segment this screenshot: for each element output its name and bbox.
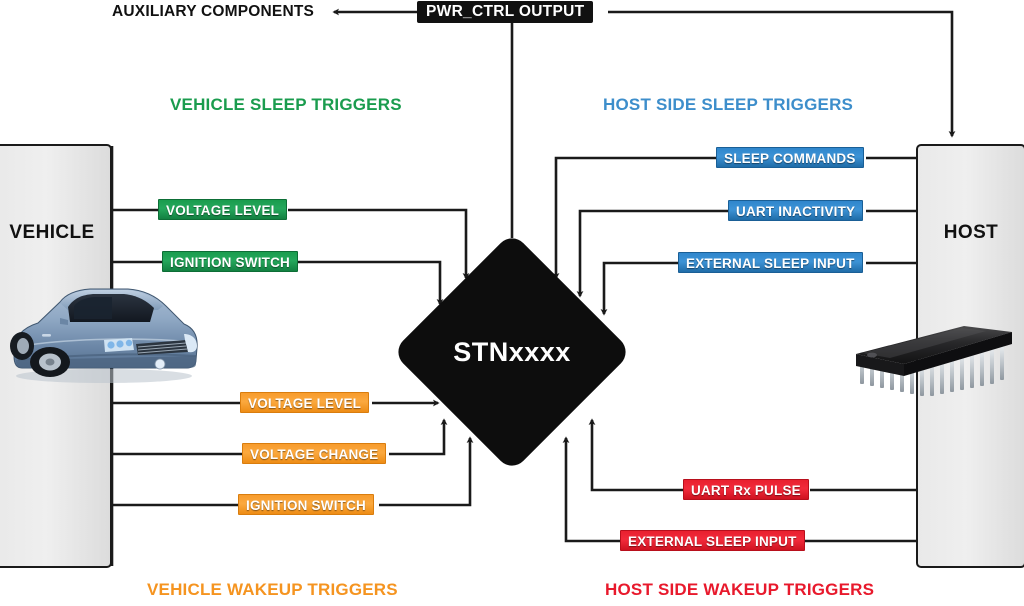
trigger-host-sleep-uart-inactivity[interactable]: UART INACTIVITY	[728, 200, 864, 221]
trigger-vehicle-sleep-ignition-switch[interactable]: IGNITION SWITCH	[162, 251, 298, 272]
trigger-vehicle-wakeup-voltage-change[interactable]: VOLTAGE CHANGE	[242, 443, 387, 464]
section-title-host-sleep: HOST SIDE SLEEP TRIGGERS	[603, 95, 854, 114]
vehicle-box-label: VEHICLE	[9, 222, 95, 243]
wire-pwrctrl-to-host	[608, 10, 956, 138]
host-box-label: HOST	[943, 222, 999, 243]
stn-device-label: STNxxxx	[453, 336, 571, 367]
trigger-vehicle-wakeup-voltage-level[interactable]: VOLTAGE LEVEL	[240, 392, 370, 413]
car-image	[10, 288, 198, 383]
section-title-host-wakeup: HOST SIDE WAKEUP TRIGGERS	[605, 580, 875, 599]
trigger-vehicle-sleep-voltage-level[interactable]: VOLTAGE LEVEL	[158, 199, 288, 220]
trigger-host-wakeup-uart-rx-pulse[interactable]: UART Rx PULSE	[683, 479, 809, 500]
trigger-host-sleep-external-sleep-input[interactable]: EXTERNAL SLEEP INPUT	[678, 252, 863, 273]
section-title-vehicle-wakeup: VEHICLE WAKEUP TRIGGERS	[147, 580, 398, 599]
trigger-vehicle-wakeup-ignition-switch[interactable]: IGNITION SWITCH	[238, 494, 374, 515]
stn-device-node[interactable]: STNxxxx	[391, 231, 633, 473]
auxiliary-components-label: AUXILIARY COMPONENTS	[112, 3, 315, 20]
pwr-ctrl-output-box[interactable]: PWR_CTRL OUTPUT	[417, 1, 594, 23]
trigger-host-wakeup-external-sleep-input[interactable]: EXTERNAL SLEEP INPUT	[620, 530, 805, 551]
section-title-vehicle-sleep: VEHICLE SLEEP TRIGGERS	[170, 95, 402, 114]
ic-chip-image	[856, 326, 1012, 396]
trigger-host-sleep-sleep-commands[interactable]: SLEEP COMMANDS	[716, 147, 864, 168]
